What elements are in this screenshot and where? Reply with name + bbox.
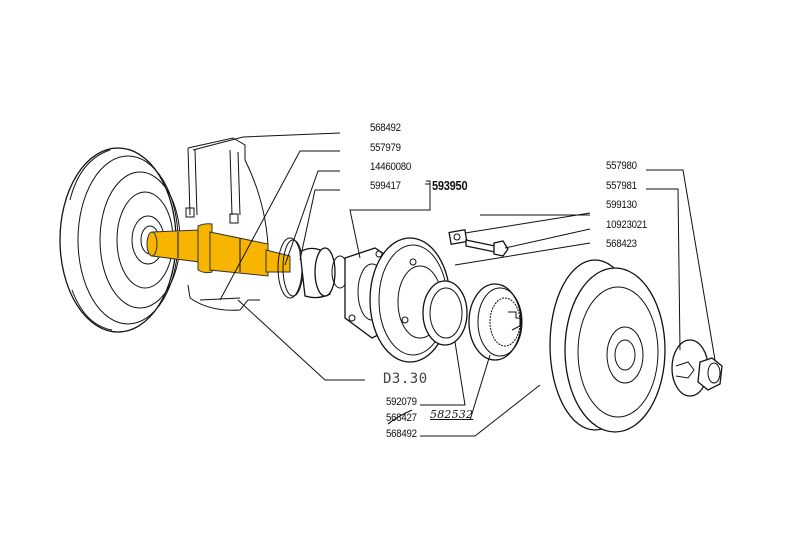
leader-lines [192, 132, 716, 437]
part-label-nut: 557981 [606, 180, 637, 192]
drawing-code: D3.30 [383, 371, 428, 387]
stub-axle [146, 223, 291, 277]
washer-and-nut [671, 339, 723, 397]
brake-drum [549, 259, 666, 433]
part-label-bolt: 10923021 [606, 219, 647, 231]
seal-and-spacer [277, 237, 349, 299]
part-label-wheel-bearing: 568427 [386, 412, 417, 424]
part-label-drum-shield: 568492 [370, 122, 401, 134]
part-label-bearing-seal: 557979 [370, 142, 401, 154]
group-bracket [426, 180, 431, 206]
part-label-brake-drum: 568492 [386, 428, 417, 440]
assembly-group-label: 593950 [432, 178, 468, 193]
part-label-hub-flange: 568423 [606, 238, 637, 250]
strike-through-mark [387, 409, 413, 425]
steering-knuckle [185, 137, 269, 311]
bolt-assembly [448, 228, 509, 257]
part-label-bearing-ring: 599417 [370, 180, 401, 192]
handwritten-correction: 582532 [430, 408, 474, 421]
part-label-lock-plate: 599130 [606, 199, 637, 211]
oil-seal [422, 280, 468, 346]
part-label-washer: 557980 [606, 160, 637, 172]
wheel-bearing [468, 283, 523, 361]
part-label-oil-seal: 592079 [386, 396, 417, 408]
part-label-circlip: 14460080 [370, 161, 411, 173]
